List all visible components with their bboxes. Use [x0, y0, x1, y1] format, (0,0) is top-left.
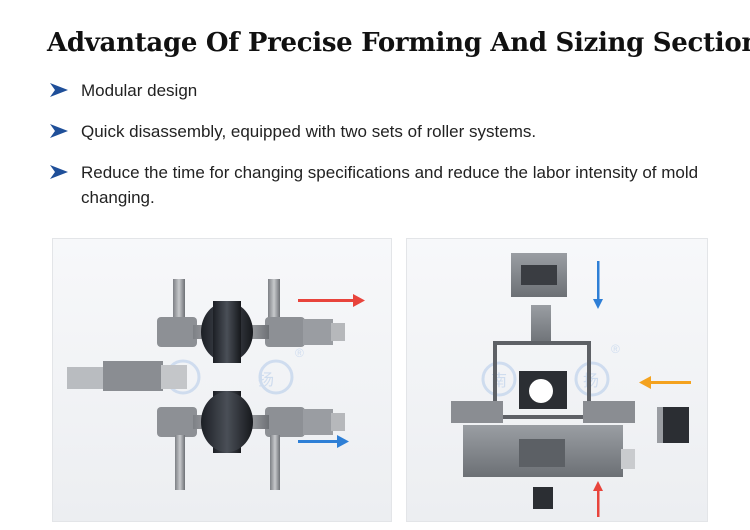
chevron-arrow-icon — [50, 165, 68, 179]
roller-assembly-illustration: 南 扬 ® — [406, 238, 708, 522]
chevron-arrow-icon — [50, 83, 68, 97]
list-item: Quick disassembly, equipped with two set… — [50, 119, 740, 144]
chevron-arrow-icon — [50, 124, 68, 138]
bullet-text: Quick disassembly, equipped with two set… — [81, 122, 537, 141]
bullet-text: Reduce the time for changing specificati… — [81, 163, 699, 207]
red-up-arrow-icon — [593, 481, 603, 517]
watermark-char: 扬 — [583, 372, 599, 390]
red-right-arrow-icon — [298, 294, 365, 307]
page-title: Advantage Of Precise Forming And Sizing … — [47, 28, 750, 58]
advantages-list: Modular design Quick disassembly, equipp… — [50, 78, 740, 226]
blue-down-arrow-icon — [593, 261, 603, 309]
registered-mark: ® — [611, 342, 620, 356]
blue-right-arrow-icon — [298, 435, 349, 448]
watermark-char: 扬 — [258, 371, 274, 389]
bullet-text: Modular design — [81, 81, 198, 100]
orange-left-arrow-icon — [639, 376, 691, 389]
watermark-logo: ® 扬 — [165, 346, 304, 395]
list-item: Modular design — [50, 78, 740, 103]
registered-mark: ® — [295, 346, 304, 360]
roller-systems-illustration: ® 扬 — [52, 238, 392, 522]
list-item: Reduce the time for changing specificati… — [50, 160, 740, 210]
